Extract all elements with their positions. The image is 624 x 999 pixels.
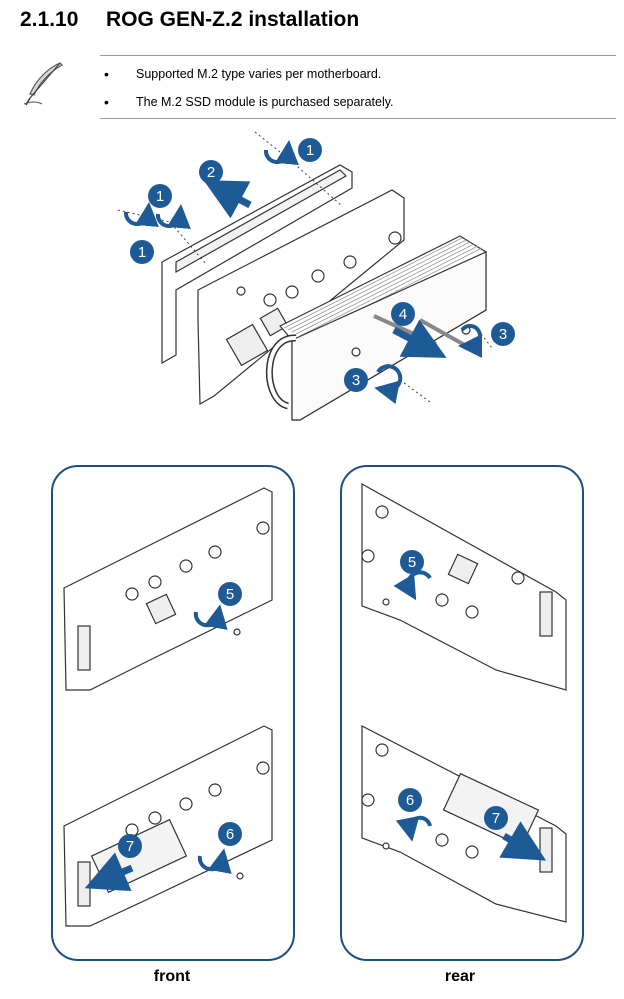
rear-board-step6 [361,725,567,923]
cover-plate [161,164,353,365]
move-arrow-2 [203,180,252,219]
svg-text:1: 1 [306,142,314,159]
top-divider [100,55,616,56]
note-item: Supported M.2 type varies per motherboar… [104,66,394,94]
caption-front: front [153,968,191,985]
step-badge-5-rear: 5 [400,550,424,574]
svg-text:1: 1 [156,188,164,205]
front-panel [51,465,295,961]
notes-list: Supported M.2 type varies per motherboar… [104,66,394,122]
move-arrow-4 [392,319,447,358]
svg-text:3: 3 [352,372,360,389]
section-heading: 2.1.10 ROG GEN-Z.2 installation [20,8,359,32]
svg-text:5: 5 [226,586,234,603]
svg-text:2: 2 [207,164,215,181]
step-badge-6-rear: 6 [398,788,422,812]
svg-text:1: 1 [138,244,146,261]
step-badge-2: 2 [199,160,223,184]
step-badges: 1 1 1 2 3 3 4 5 5 6 6 7 7 [118,138,515,858]
rear-board-step5 [361,482,567,691]
note-feather-icon [23,62,63,106]
slide-arrow-front [84,852,134,892]
step-badge-1c: 1 [130,240,154,264]
step-badge-4: 4 [391,302,415,326]
caption-rear: rear [444,968,476,985]
front-board-step6 [63,725,273,927]
svg-text:3: 3 [499,326,507,343]
step-badge-7-rear: 7 [484,806,508,830]
step-badge-7-front: 7 [118,834,142,858]
exploded-view [161,164,487,421]
svg-text:7: 7 [492,810,500,827]
svg-text:6: 6 [226,826,234,843]
step-badge-1a: 1 [298,138,322,162]
step-badge-3b: 3 [344,368,368,392]
note-item: The M.2 SSD module is purchased separate… [104,94,394,122]
section-title: ROG GEN-Z.2 installation [106,8,360,31]
section-number: 2.1.10 [20,8,79,31]
screw-guides [117,131,493,403]
step-badge-6-front: 6 [218,822,242,846]
step-badge-3a: 3 [491,322,515,346]
step-badge-5-front: 5 [218,582,242,606]
rear-panel [340,465,584,961]
svg-text:4: 4 [399,306,407,323]
step-badge-1b: 1 [148,184,172,208]
bottom-divider [100,118,616,119]
svg-text:7: 7 [126,838,134,855]
action-arrows [123,140,483,405]
slide-arrow-rear [499,821,547,861]
svg-text:6: 6 [406,792,414,809]
svg-text:5: 5 [408,554,416,571]
standoffs [236,231,402,307]
front-board-step5 [63,487,273,691]
